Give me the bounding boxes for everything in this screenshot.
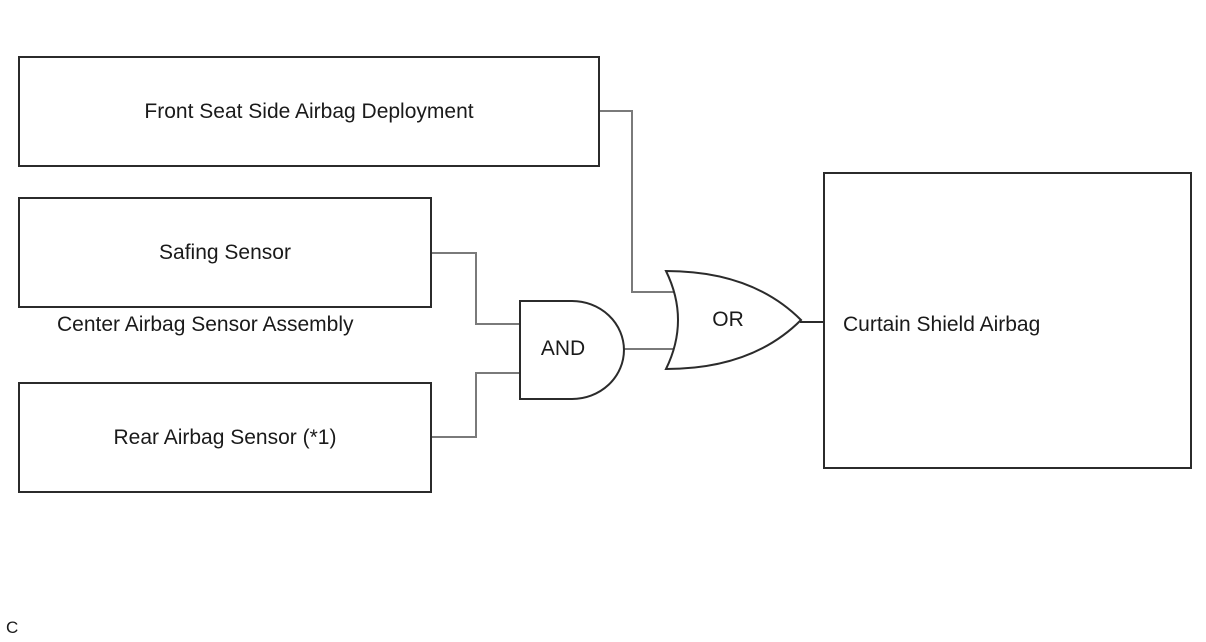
curtain-shield-airbag-label: Curtain Shield Airbag	[843, 313, 1041, 336]
center-airbag-sensor-assembly-label: Center Airbag Sensor Assembly	[57, 313, 354, 336]
front-seat-side-airbag-label: Front Seat Side Airbag Deployment	[144, 99, 474, 123]
and-gate-label: AND	[540, 337, 586, 360]
or-gate-label: OR	[712, 308, 744, 331]
safing-sensor-box: Safing Sensor	[18, 197, 432, 308]
wire-rear-to-and	[431, 372, 521, 438]
rear-airbag-sensor-label: Rear Airbag Sensor (*1)	[113, 425, 337, 449]
and-gate-shape	[519, 300, 625, 400]
curtain-shield-airbag-box: Curtain Shield Airbag	[823, 172, 1192, 469]
safing-sensor-label: Safing Sensor	[159, 240, 291, 264]
rear-airbag-sensor-box: Rear Airbag Sensor (*1)	[18, 382, 432, 493]
or-gate-shape	[664, 269, 803, 371]
front-seat-side-airbag-box: Front Seat Side Airbag Deployment	[18, 56, 600, 167]
wire-safing-to-and	[431, 252, 521, 325]
wire-front-seat-to-or	[599, 110, 680, 293]
corner-mark: C	[6, 618, 19, 637]
